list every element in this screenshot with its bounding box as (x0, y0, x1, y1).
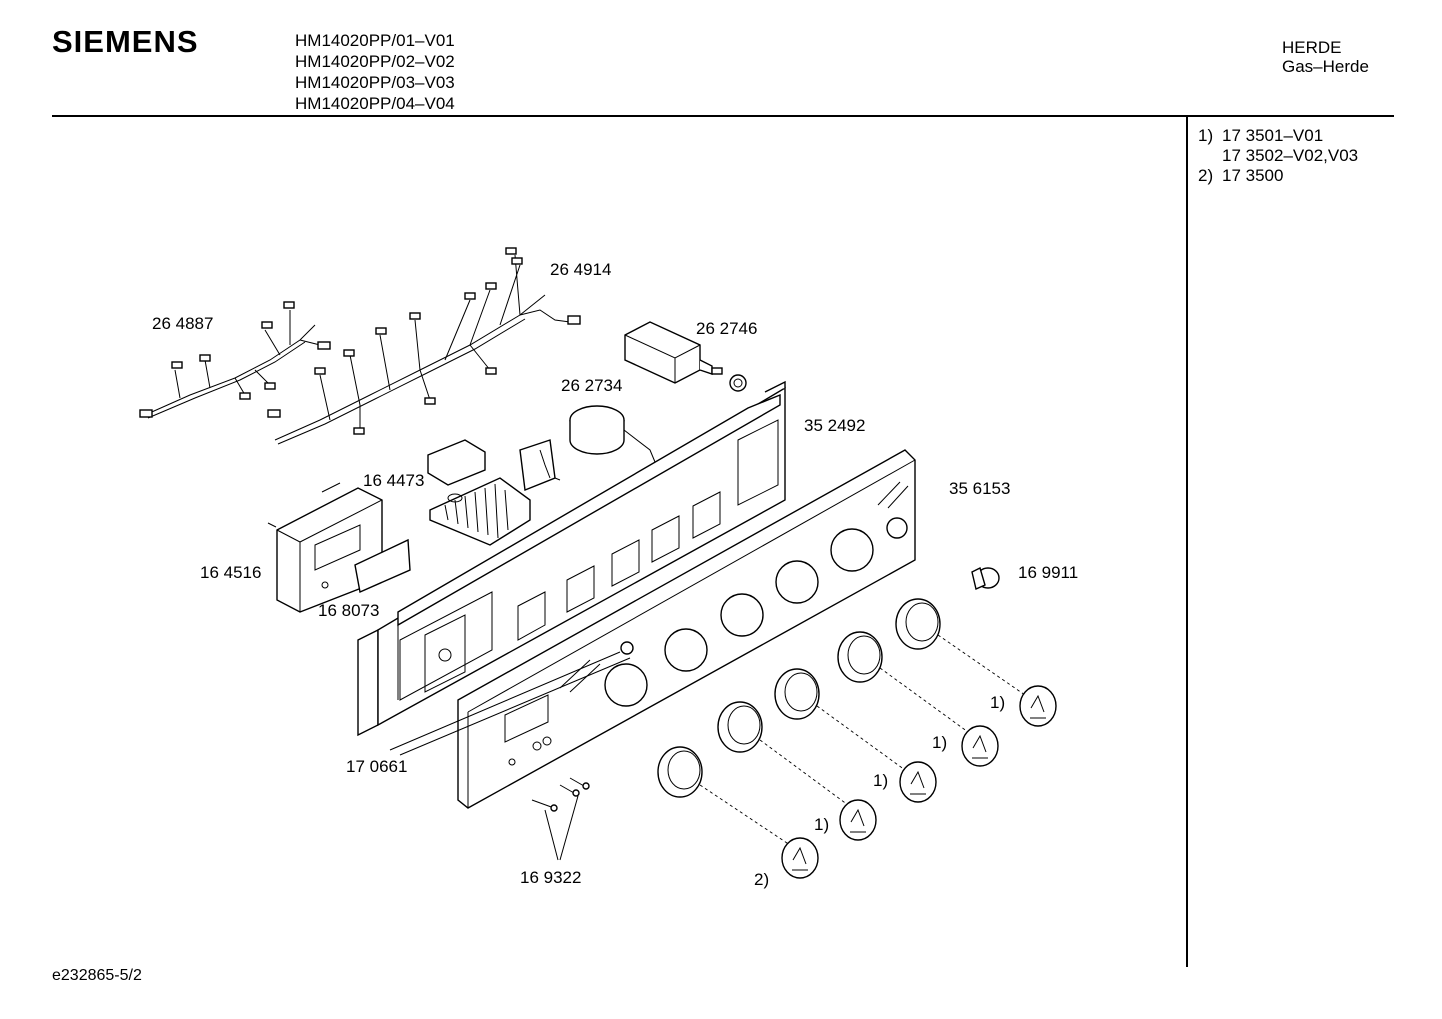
push-button (389, 641, 634, 756)
note-key: 2) (1198, 166, 1214, 185)
timer-module (267, 482, 411, 613)
part-label-170661: 17 0661 (346, 757, 407, 776)
drawing-number: e232865-5/2 (52, 967, 142, 984)
note-row: 1) 17 3501–V01 (1198, 126, 1358, 146)
ignition-module (624, 321, 747, 392)
header-rule (52, 115, 1394, 117)
model-number: HM14020PP/02–V02 (295, 52, 455, 71)
control-knob (781, 837, 819, 879)
note-value: 17 3500 (1222, 166, 1284, 185)
wiring-harness-center (267, 247, 581, 445)
control-knob (839, 799, 877, 841)
part-label-352492: 35 2492 (804, 416, 865, 435)
category: HERDE (1282, 38, 1342, 57)
note-row: 17 3502–V02,V03 (1198, 146, 1358, 166)
control-switch (519, 405, 656, 491)
control-knob (961, 725, 999, 767)
brand-logo: SIEMENS (52, 24, 199, 59)
control-knob (899, 761, 937, 803)
wiring-harness-left (139, 301, 331, 419)
model-number: HM14020PP/03–V03 (295, 73, 455, 92)
knob-note: 2) (754, 870, 769, 889)
model-number: HM14020PP/04–V04 (295, 94, 455, 113)
bezel-ring (657, 746, 703, 798)
knob-note: 1) (932, 733, 947, 752)
knob-note: 1) (990, 693, 1005, 712)
model-number: HM14020PP/01–V01 (295, 31, 455, 50)
control-panel (457, 449, 916, 809)
bezel-ring (774, 668, 820, 720)
note-key: 1) (1198, 126, 1214, 145)
part-label-262746: 26 2746 (696, 319, 757, 338)
screws (531, 777, 590, 861)
side-rule (1186, 116, 1188, 967)
part-label-262734: 26 2734 (561, 376, 622, 395)
knob-note: 1) (873, 771, 888, 790)
part-label-168073: 16 8073 (318, 601, 379, 620)
knob-assemblies (657, 598, 1057, 879)
knob-note: 1) (814, 815, 829, 834)
variant-notes: 1) 17 3501–V01 17 3502–V02,V03 2) 17 3500 (1198, 126, 1358, 186)
part-label-264914: 26 4914 (550, 260, 611, 279)
note-row: 2) 17 3500 (1198, 166, 1358, 186)
part-label-356153: 35 6153 (949, 479, 1010, 498)
part-label-164516: 16 4516 (200, 563, 261, 582)
grommet (971, 566, 1000, 590)
bezel-ring (717, 701, 763, 753)
part-label-164473: 16 4473 (363, 471, 424, 490)
subcategory: Gas–Herde (1282, 57, 1369, 76)
control-knob (1019, 685, 1057, 727)
part-label-264887: 26 4887 (152, 314, 213, 333)
terminal-block (427, 439, 531, 546)
note-value: 17 3502–V02,V03 (1222, 146, 1359, 165)
model-list: HM14020PP/01–V01 HM14020PP/02–V02 HM1402… (295, 30, 455, 114)
bezel-ring (837, 631, 883, 683)
category-block: HERDE Gas–Herde (1282, 38, 1369, 76)
control-bracket (357, 380, 786, 737)
switch-openings (517, 491, 721, 641)
bezel-ring (895, 598, 941, 650)
note-value: 17 3501–V01 (1222, 126, 1324, 145)
part-label-169322: 16 9322 (520, 868, 581, 887)
part-label-169911: 16 9911 (1018, 563, 1078, 582)
